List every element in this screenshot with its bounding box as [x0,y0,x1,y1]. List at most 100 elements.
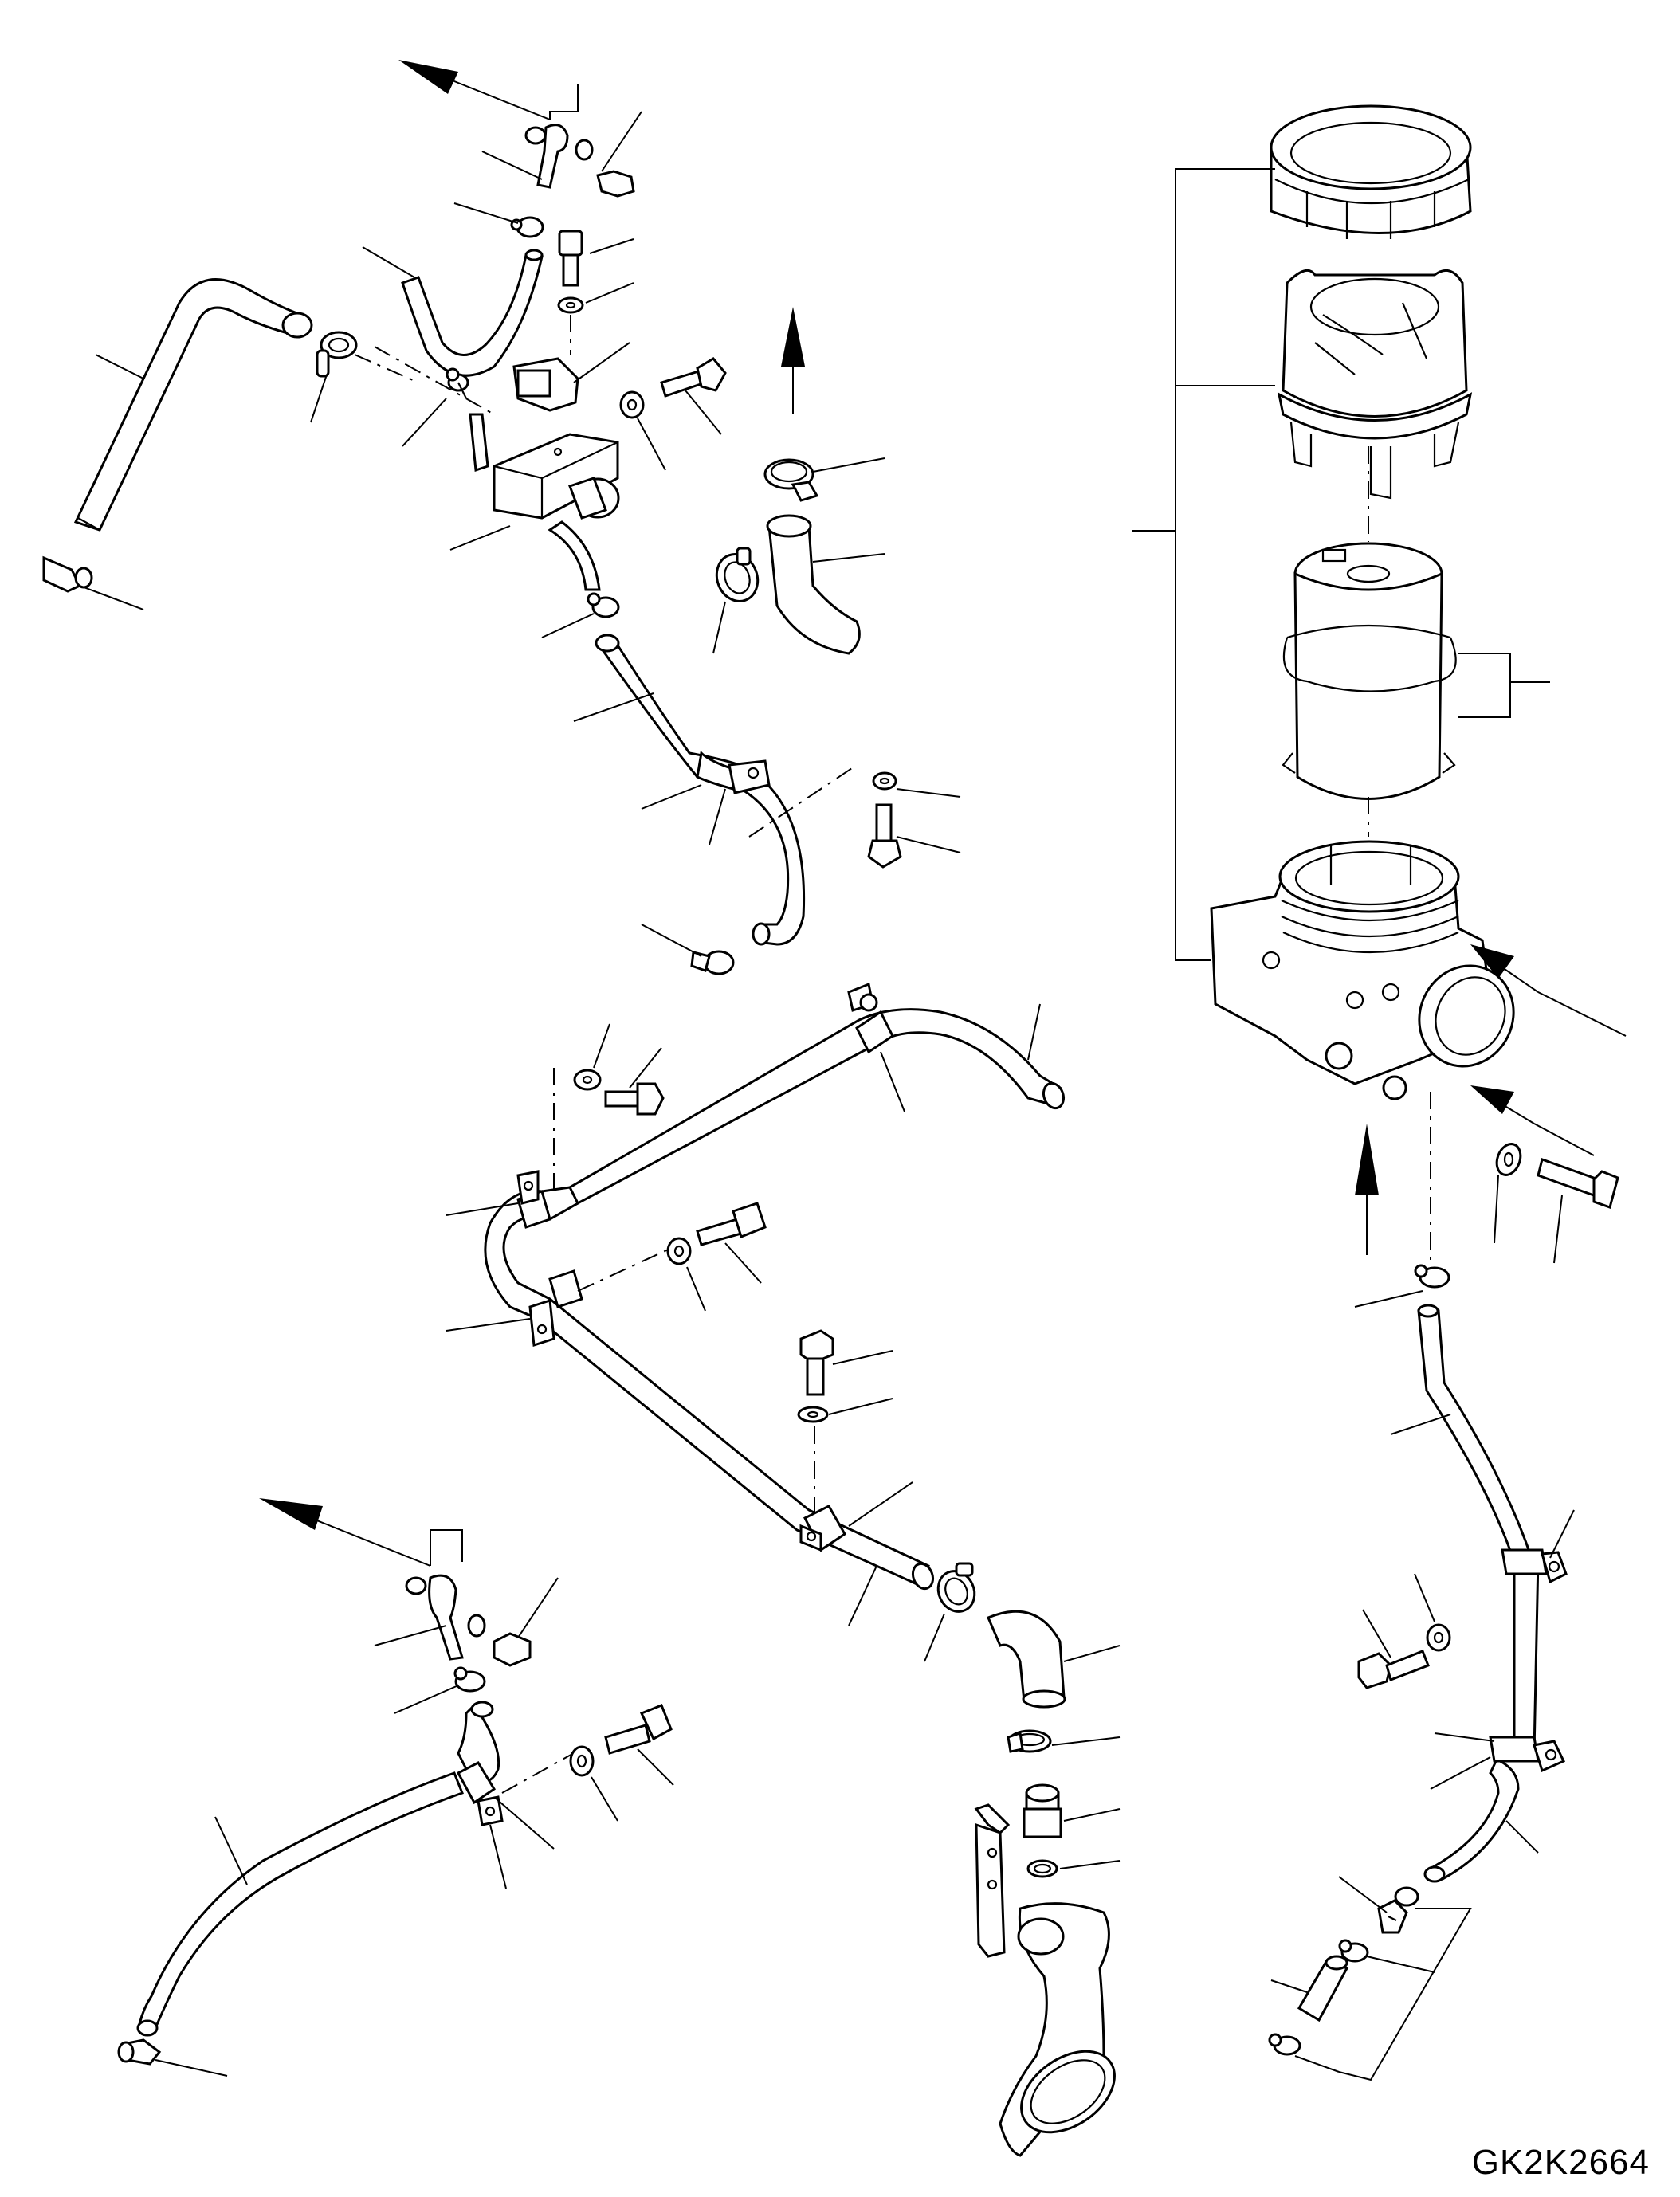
up-arrow-center [781,307,805,414]
hose-axis [354,354,419,383]
washer [1426,1623,1451,1652]
leader-line [1505,1820,1539,1854]
leader-line [310,374,328,423]
hose-clamp-end [117,2038,162,2066]
leader-line [685,390,722,435]
leader-line [924,1613,945,1662]
intake-manifold-elbow [974,1803,1116,2157]
leader-line [585,282,634,304]
pipe-clamp [696,750,771,794]
leader-line [1051,1736,1121,1746]
leader-line [95,354,144,379]
leader-line [1414,1573,1435,1622]
leader-line [1390,1414,1451,1435]
air-cleaner-secondary-element [1277,269,1473,500]
drain-hose [1417,1304,1540,1883]
leader-line [812,457,885,473]
leader-line [629,1047,662,1089]
hose-clamp-small [453,1666,486,1693]
pipe-clamp [1489,1736,1566,1773]
leader-line [1059,1860,1121,1869]
o-ring [1026,1859,1058,1878]
leader-line [593,1023,610,1069]
leader-line [1063,1645,1121,1662]
leader-line [896,836,961,853]
washer [1495,1143,1522,1176]
leader-line [394,1685,459,1714]
up-arrow-lower-left [259,1498,431,1567]
washer [872,771,897,791]
leader-line [591,1776,618,1822]
hose-clamp-large [763,458,819,502]
clamp-axis [501,1752,575,1794]
intake-elbow-hose [987,1610,1066,1709]
leader-line [880,1051,905,1112]
leader-line [686,1266,706,1312]
leader-line [449,525,511,551]
leader-line [848,1565,877,1626]
leader-line [79,585,144,610]
leader-line [402,398,447,447]
leader-line [848,1481,913,1527]
leader-line [1434,1732,1495,1742]
leader-line [541,613,595,638]
sensor-hose [401,249,544,377]
leader-line [828,1398,893,1415]
air-cleaner-body [1210,840,1515,1100]
drawing-code: GK2K2664 [1471,2143,1650,2182]
leader-line [712,601,726,654]
leader-line [155,2059,228,2077]
hose-clamp-small [1338,1939,1369,1963]
washer [797,1406,829,1423]
air-cleaner-primary-element [1282,542,1457,800]
leader-line [724,1242,762,1284]
leader-line [1366,1956,1435,1973]
leader-line [374,1625,447,1646]
leader-line [589,238,634,254]
leader-line [453,202,519,224]
breather-hose-lower [136,1701,500,2037]
leader-line [896,788,961,798]
leader-line [1430,1756,1491,1790]
washer [573,1069,602,1091]
leader-line [1354,1290,1423,1308]
hose-clamp-large [1007,1729,1052,1753]
leader-line [1533,1123,1595,1156]
hose-clamp-end [42,555,93,593]
hose-clamp-large [936,1562,976,1613]
intake-tube-main [484,1008,1066,1591]
leader-line [1027,1003,1041,1061]
up-arrow-top-left [398,60,551,120]
leader-line [812,553,885,563]
washer [619,390,645,419]
washer [557,296,584,314]
pipe-clamp [799,1505,846,1552]
bracket-line [1338,1908,1472,2081]
hose-clamp-small [510,216,544,238]
leader-line [637,418,666,471]
leader-line [1270,1979,1308,1993]
socket-bolt [558,230,583,287]
leader-line [1294,2055,1340,2073]
leader-line [641,924,702,957]
banjo-fitting [405,1574,532,1667]
drain-tube-short [1297,1955,1349,2022]
leader-line [1362,1609,1391,1658]
bolt [604,1082,665,1116]
pipe-clamp [456,1761,504,1826]
washer [666,1237,692,1265]
sensor-port-pipe [469,413,489,473]
hose-clamp-small [1268,2033,1301,2056]
leader-line [481,151,543,180]
clamp-axis [748,764,858,838]
leader-line [1549,1509,1575,1559]
leader-line [1494,1175,1499,1244]
leader-line [709,788,726,845]
bracket-line [549,84,579,120]
air-cleaner-cap-ring [1270,104,1472,239]
bolt-axis [374,346,495,415]
adapter-fitting [1023,1783,1062,1838]
hose-long-left [73,278,313,532]
intake-elbow-hose [766,514,861,655]
clamp-axis [577,1246,674,1292]
